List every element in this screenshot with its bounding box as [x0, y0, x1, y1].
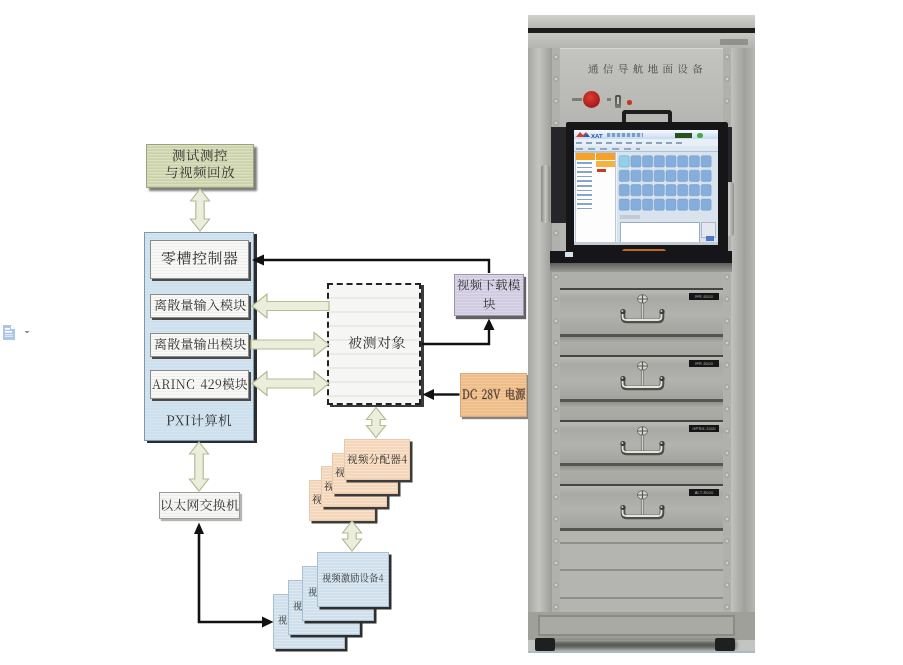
svg-text:XAT: XAT — [591, 133, 603, 139]
